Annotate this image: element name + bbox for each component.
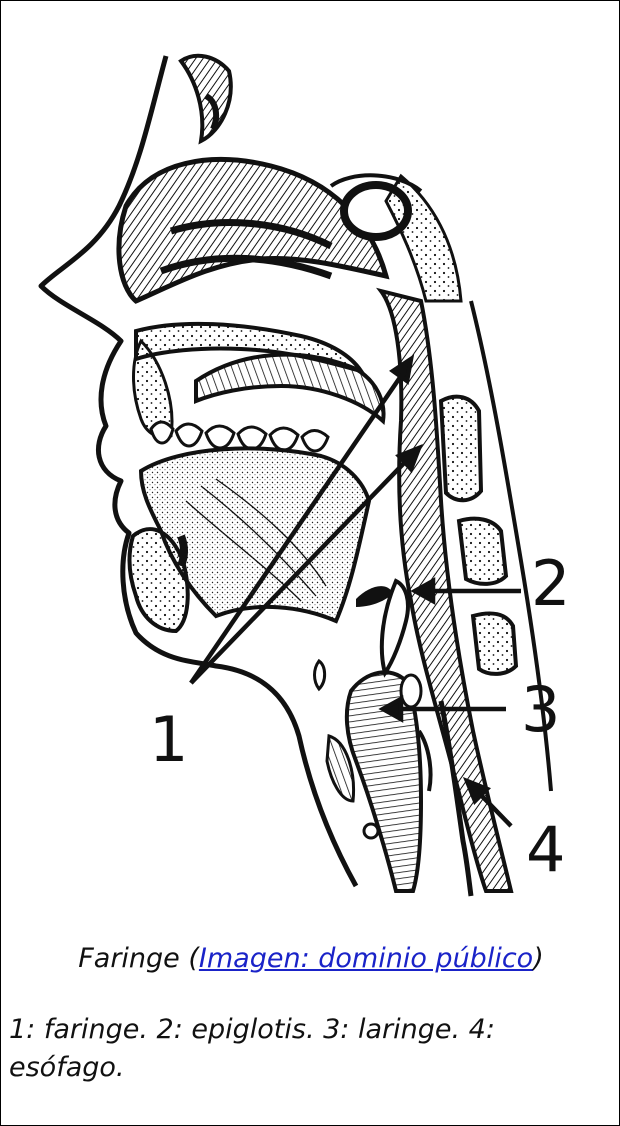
label-1: 1: [149, 703, 188, 776]
figure-legend: 1: faringe. 2: epiglotis. 3: laringe. 4:…: [9, 1011, 569, 1087]
hyoid: [315, 661, 325, 689]
label-3: 3: [521, 673, 560, 746]
label-4: 4: [526, 813, 565, 886]
nasal-cavity: [119, 159, 386, 301]
caption-close: ): [533, 943, 544, 974]
pharynx-illustration: 1 2 3 4: [1, 1, 620, 901]
image-credit-link[interactable]: Imagen: dominio público: [199, 943, 533, 974]
label-2: 2: [531, 547, 570, 620]
figure-caption: Faringe (Imagen: dominio público): [1, 943, 620, 974]
skull-base: [386, 176, 461, 301]
caption-text: Faringe (: [78, 943, 199, 974]
